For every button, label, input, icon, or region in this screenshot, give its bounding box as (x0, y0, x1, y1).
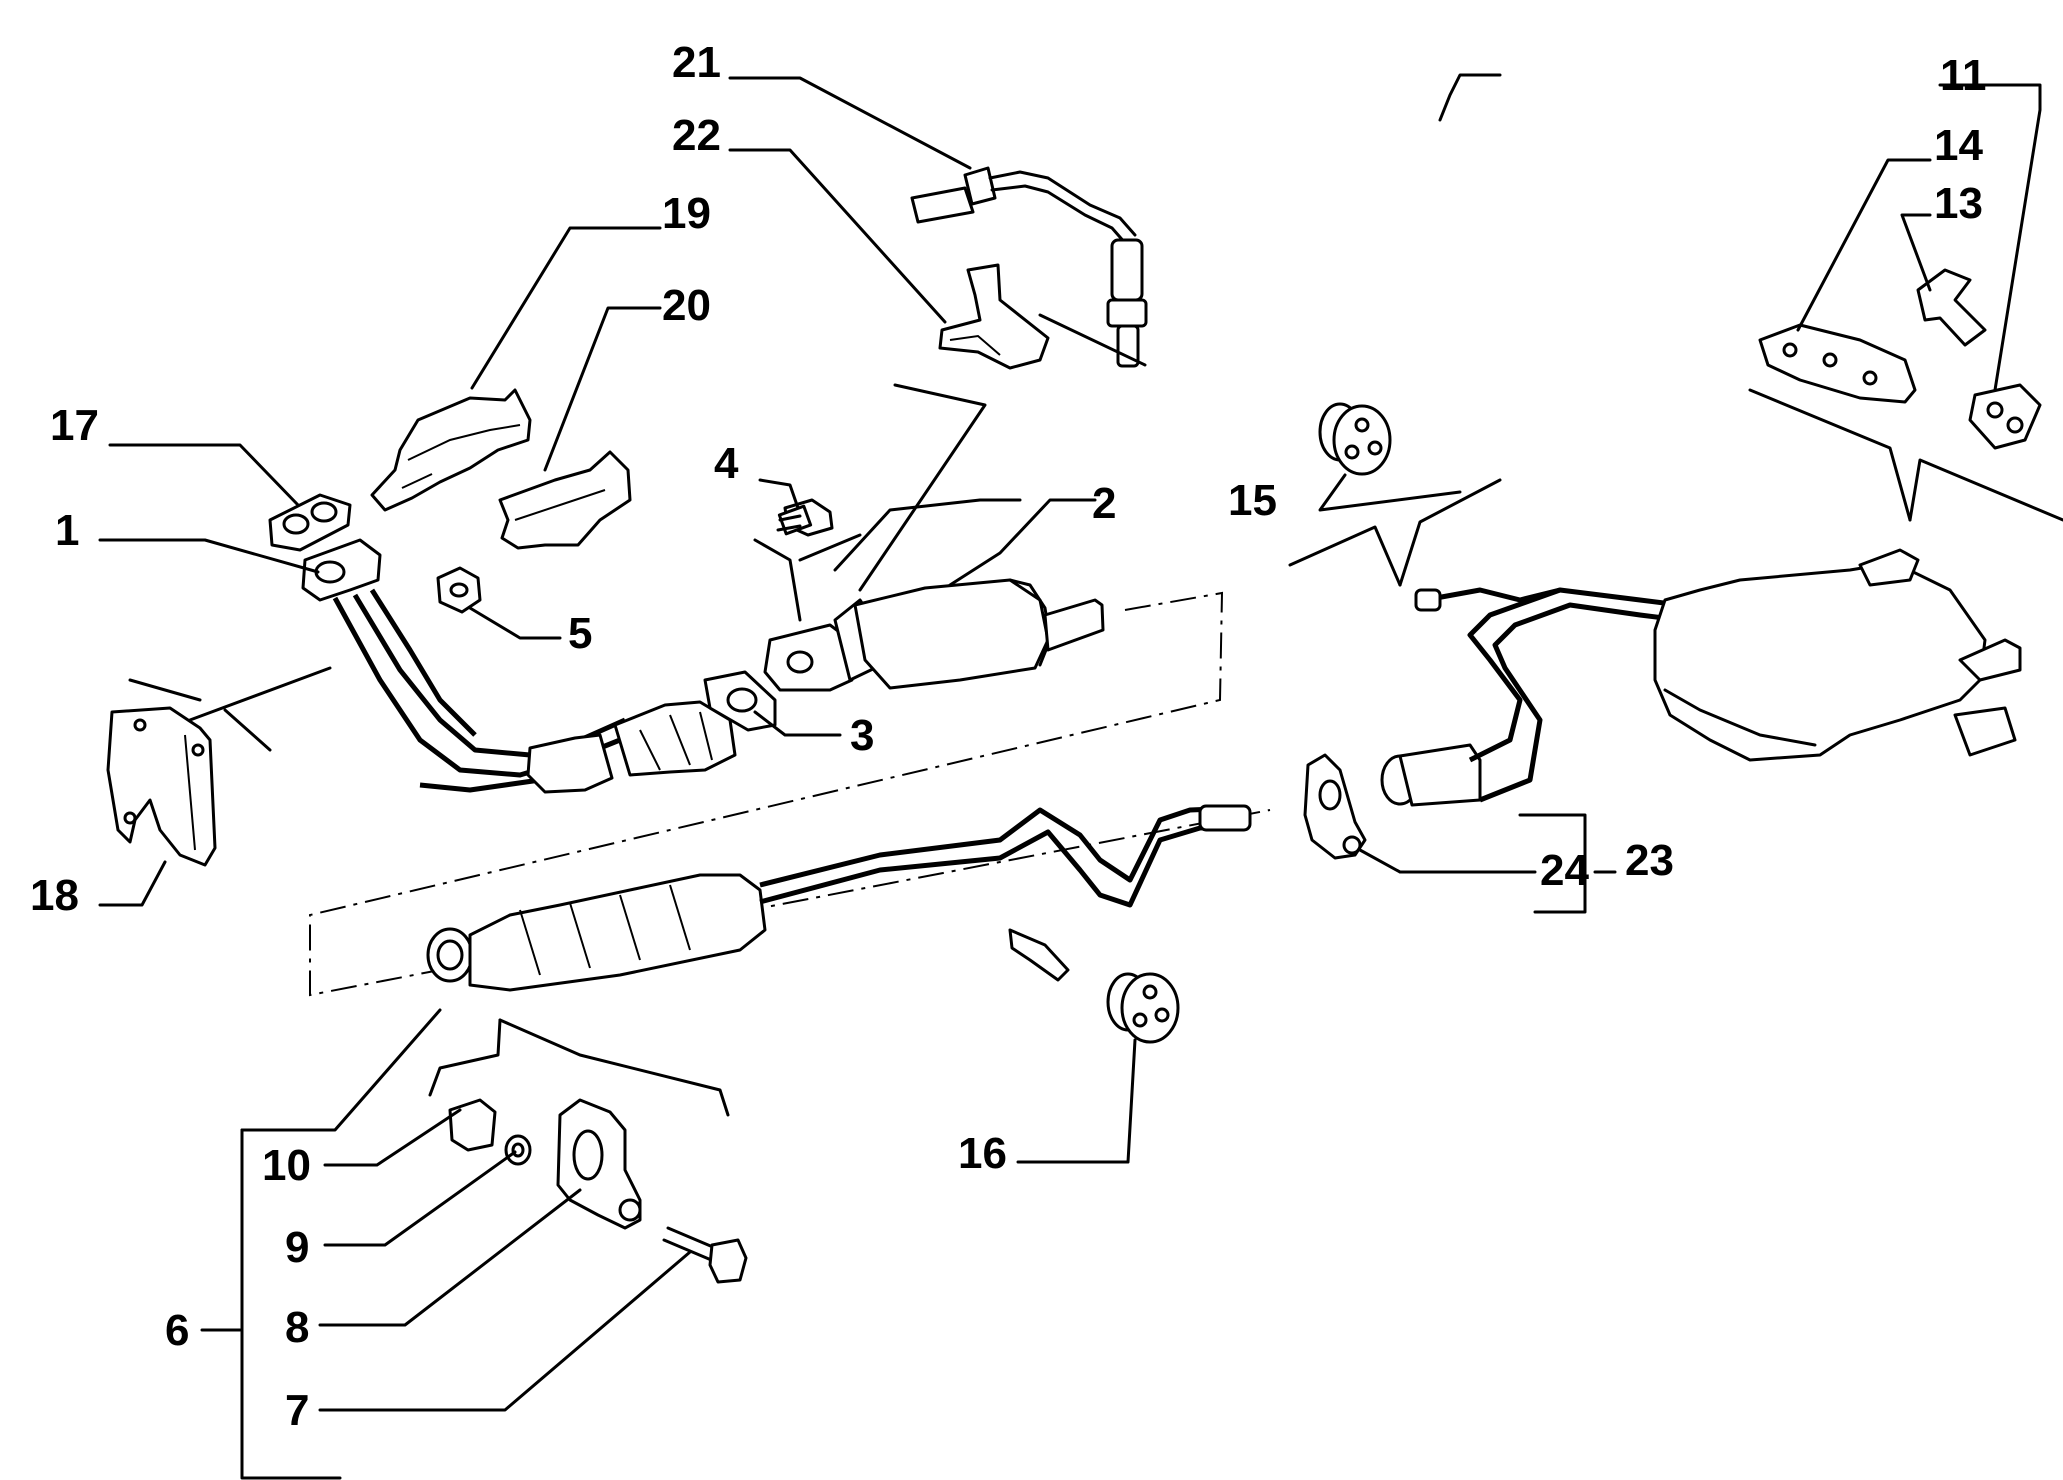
center-silencer-assembly (426, 804, 1252, 992)
oxygen-sensor-icon (910, 166, 1148, 368)
bracket-icon (106, 706, 217, 867)
label-3: 3 (850, 711, 874, 760)
lower-heat-shield (498, 450, 632, 550)
label-11: 11 (1940, 51, 1987, 100)
nut-icon (448, 1098, 497, 1152)
gasket-icon (268, 493, 352, 552)
break-marks (128, 313, 2063, 1117)
catalytic-converter-icon (763, 578, 1105, 692)
label-4: 4 (714, 439, 739, 488)
rear-silencer-assembly (1380, 548, 2022, 807)
pipe-support-bracket (106, 706, 217, 867)
bolt-icon (776, 498, 834, 537)
label-18: 18 (30, 871, 79, 920)
front-exhaust-pipe (301, 538, 737, 794)
rubber-mount-lower (1106, 972, 1180, 1044)
label-8: 8 (285, 1303, 309, 1352)
part-numbers: 21 22 19 20 17 1 5 4 2 3 18 15 16 24 23 … (30, 38, 1987, 1435)
bolt-icon (662, 1226, 748, 1284)
label-7: 7 (285, 1386, 309, 1435)
washer-icon (504, 1134, 532, 1166)
rubber-mount-upper (1318, 402, 1392, 476)
label-17: 17 (50, 401, 99, 450)
upper-heat-shield (370, 388, 532, 512)
rubber-mount-icon (1106, 972, 1180, 1044)
bracket-icon (1916, 268, 1987, 347)
rear-silencer-icon (1380, 548, 2022, 807)
label-14: 14 (1934, 121, 1983, 170)
label-10: 10 (262, 1141, 311, 1190)
catalytic-converter (763, 578, 1105, 692)
sensor-bracket (938, 263, 1050, 370)
manifold-nut (436, 566, 482, 614)
label-21: 21 (672, 38, 721, 87)
label-5: 5 (568, 609, 592, 658)
rear-clamp (1303, 753, 1367, 860)
label-6: 6 (165, 1306, 189, 1355)
leader-lines (98, 73, 2042, 1480)
oxygen-sensor (910, 166, 1148, 368)
label-15: 15 (1228, 476, 1277, 525)
label-24: 24 (1540, 846, 1589, 895)
center-silencer-icon (426, 804, 1252, 992)
nut-icon (436, 566, 482, 614)
label-22: 22 (672, 111, 721, 160)
rubber-mount-icon (1968, 383, 2042, 450)
bracket-icon (938, 263, 1050, 370)
gasket-icon (1758, 323, 1917, 404)
label-20: 20 (662, 281, 711, 330)
converter-bolt (776, 498, 834, 537)
label-23: 23 (1625, 836, 1674, 885)
label-13: 13 (1934, 179, 1983, 228)
rubber-mount-icon (1318, 402, 1392, 476)
label-16: 16 (958, 1129, 1007, 1178)
manifold-gasket (268, 493, 352, 552)
label-2: 2 (1092, 479, 1116, 528)
front-exhaust-pipe-icon (301, 538, 737, 794)
exhaust-clamp-icon (556, 1098, 642, 1230)
center-clamp-parts (448, 1098, 748, 1284)
label-9: 9 (285, 1223, 309, 1272)
heat-shield-icon (370, 388, 532, 512)
heat-shield-icon (498, 450, 632, 550)
label-19: 19 (662, 189, 711, 238)
label-1: 1 (55, 506, 79, 555)
rear-hanger-parts (1758, 268, 2042, 450)
